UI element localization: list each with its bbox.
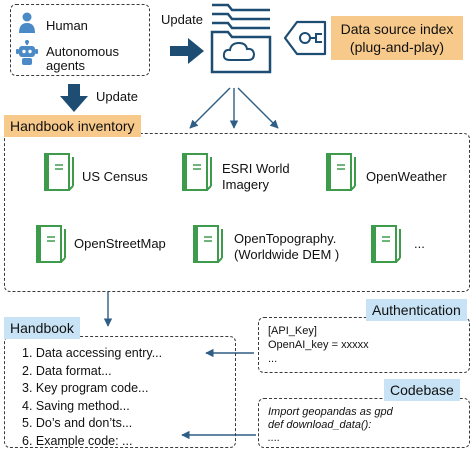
book-label: ESRI World [222,161,290,176]
book-label-line2: Imagery [222,177,269,192]
plug-icon [283,20,327,56]
users-box [10,4,150,76]
codebase-line: .... [268,432,281,444]
handbook-item: 3. Key program code... [22,381,149,395]
book-label: OpenWeather [366,169,447,184]
data-source-index-label: Data source index (plug-and-play) [331,16,463,60]
handbook-title: Handbook [4,317,80,339]
book-icon [36,225,66,263]
codebase-line: def download_data(): [268,419,372,431]
handbook-item: 2. Data format... [22,363,112,378]
book-label: OpenStreetMap [74,236,166,251]
handbook-item: 6. Example code: ... [22,433,133,448]
book-icon [182,153,212,191]
book-label-line2: (Worldwide DEM ) [234,247,340,262]
handbook-item: 5. Do’s and don’ts... [22,416,133,430]
book-icon [326,153,356,191]
codebase-line: Import geopandas as gpd [268,406,393,418]
book-icon [193,225,223,263]
agents-label-line2: agents [46,58,86,73]
data-source-index-line2: (plug-and-play) [349,39,445,55]
update-left-label: Update [96,89,138,104]
authentication-box [258,317,470,373]
update-down-arrow [60,84,88,112]
codebase-box [258,398,470,448]
update-right-arrow [170,38,204,64]
human-label: Human [46,18,88,33]
data-source-index-line1: Data source index [340,21,454,37]
agents-label-line1: Autonomous [46,44,119,59]
book-icon [44,153,74,191]
handbook-item: 1. Data accessing entry... [22,346,163,360]
handbook-item: 4. Saving method... [22,398,130,413]
authentication-line: ... [268,353,278,365]
book-label: US Census [82,169,148,184]
robot-icon [16,40,38,65]
handbook-inventory-box [4,133,470,292]
codebase-title: Codebase [384,379,460,401]
person-icon [19,12,35,33]
authentication-title: Authentication [366,299,467,321]
book-icon [371,225,401,263]
book-label: ... [414,236,425,251]
handbook-box [4,336,236,448]
authentication-line: [API_Key] [268,325,317,337]
folder-stack-icon [210,3,272,74]
handbook-inventory-title: Handbook inventory [4,115,141,137]
update-top-label: Update [161,12,203,27]
authentication-line: OpenAI_key = xxxxx [268,339,369,351]
book-label: OpenTopography. [234,231,337,246]
